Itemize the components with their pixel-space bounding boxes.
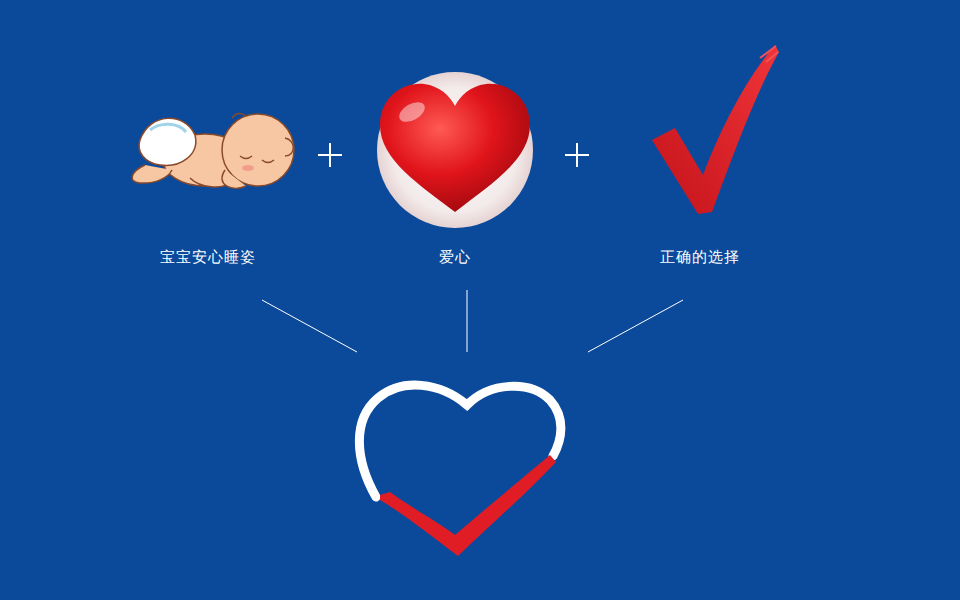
- caption-label: 爱心: [439, 248, 471, 266]
- logo-mark: [359, 385, 561, 556]
- baby-illustration: [132, 113, 294, 188]
- heart-illustration: [377, 72, 533, 228]
- leader-line: [262, 290, 683, 352]
- check-illustration: [652, 45, 779, 214]
- caption-label: 正确的选择: [660, 248, 740, 266]
- caption-label: 宝宝安心睡姿: [160, 248, 256, 266]
